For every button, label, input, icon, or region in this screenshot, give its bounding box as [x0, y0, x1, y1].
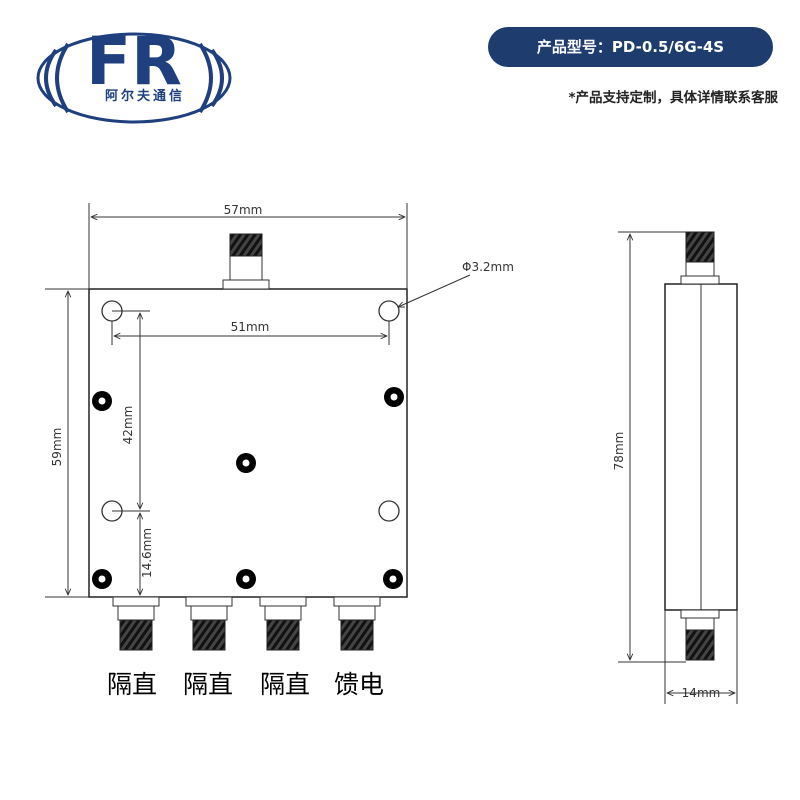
mounting-hole: [378, 300, 400, 322]
company-name: 阿尔夫通信: [104, 89, 185, 104]
side-length-label: 78mm: [612, 432, 626, 471]
bottom-offset-label: 14.6mm: [140, 528, 154, 578]
dimension-hole-spacing-v: [112, 310, 150, 512]
front-body: [88, 288, 408, 598]
logo-emblem-icon: FR: [36, 23, 232, 124]
mounting-hole: [378, 500, 400, 522]
customization-note: *产品支持定制，具体详情联系客服: [568, 90, 778, 106]
side-view: [664, 283, 738, 611]
dimension-hole-spacing-h: [111, 321, 390, 345]
screw-icon: [92, 569, 112, 589]
port-label: 隔直: [107, 670, 157, 699]
model-badge: 产品型号：PD-0.5/6G-4S: [488, 27, 773, 67]
screw-icon: [236, 453, 256, 473]
top-connector-icon: [222, 233, 270, 290]
hole-diameter-leader: [398, 274, 471, 308]
dimension-bottom-offset: [112, 513, 150, 598]
width-label: 57mm: [224, 203, 263, 217]
screw-icon: [236, 569, 256, 589]
bottom-connector-1-icon: [112, 596, 160, 651]
side-top-connector-icon: [680, 231, 720, 285]
hole-diameter-label: Φ3.2mm: [462, 260, 514, 274]
bottom-connector-4-icon: [333, 596, 381, 651]
bottom-connector-2-icon: [185, 596, 233, 651]
company-logo: FR: [34, 20, 234, 130]
dimension-height: [45, 288, 89, 598]
port-label: 馈电: [334, 670, 384, 699]
screw-icon: [384, 387, 404, 407]
dimension-side-length: [618, 231, 686, 663]
port-label: 隔直: [260, 670, 310, 699]
logo-mark: FR: [86, 23, 182, 100]
dimension-width: [88, 203, 408, 289]
hole-spacing-h-label: 51mm: [231, 320, 270, 334]
hole-spacing-v-label: 42mm: [121, 406, 135, 445]
bottom-connector-3-icon: [259, 596, 307, 651]
side-thickness-label: 14mm: [682, 686, 721, 700]
screw-icon: [383, 569, 403, 589]
dimension-side-thickness: [664, 610, 738, 704]
screw-icon: [92, 391, 112, 411]
side-bottom-connector-icon: [680, 609, 720, 661]
height-label: 59mm: [50, 428, 64, 467]
port-label: 隔直: [183, 670, 233, 699]
